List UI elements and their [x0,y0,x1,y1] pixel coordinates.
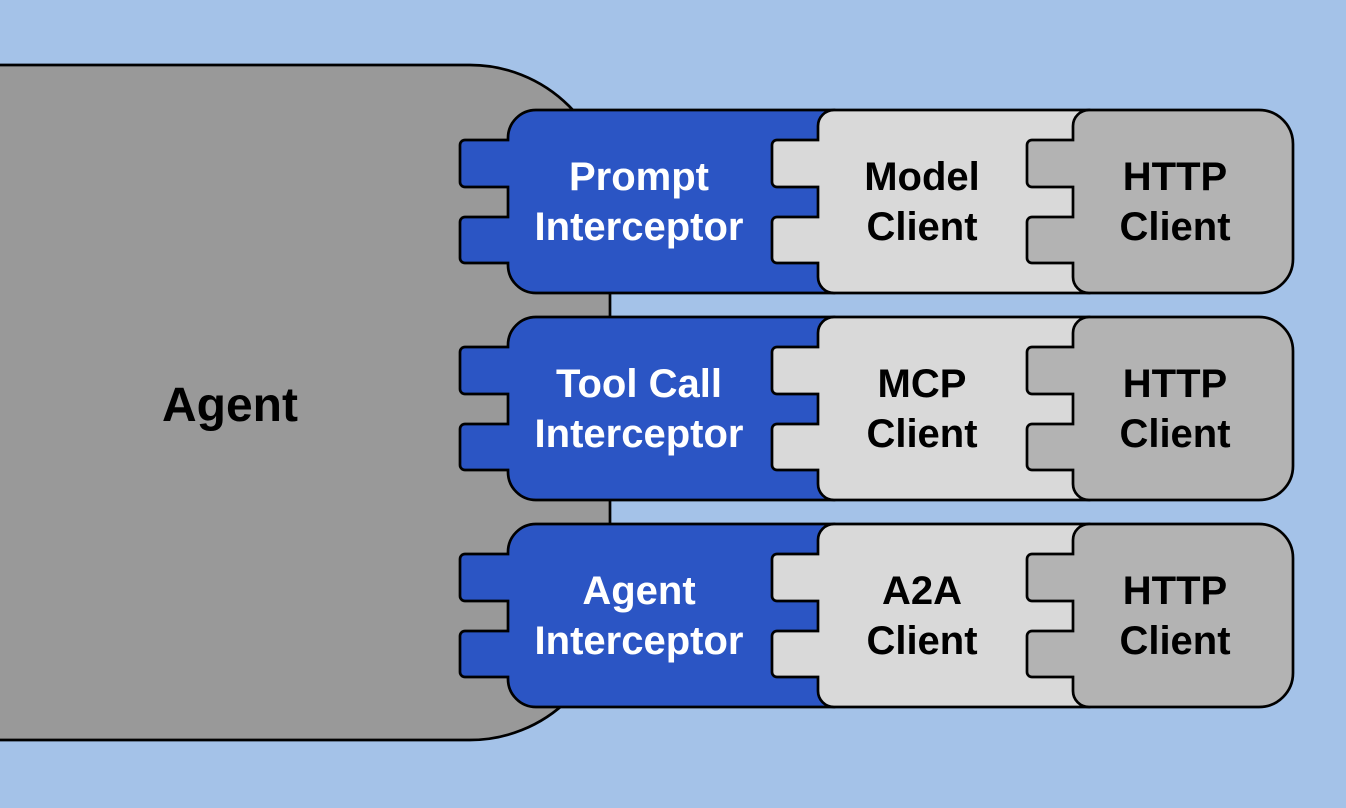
agent-interceptor-block [458,522,836,709]
toolcall-interceptor-block [458,315,836,502]
mcp-client-block [770,315,1091,502]
row-prompt [458,108,1295,295]
model-client-block [770,108,1091,295]
row-agent [458,522,1295,709]
a2a-client-block [770,522,1091,709]
prompt-interceptor-block [458,108,836,295]
row-toolcall [458,315,1295,502]
